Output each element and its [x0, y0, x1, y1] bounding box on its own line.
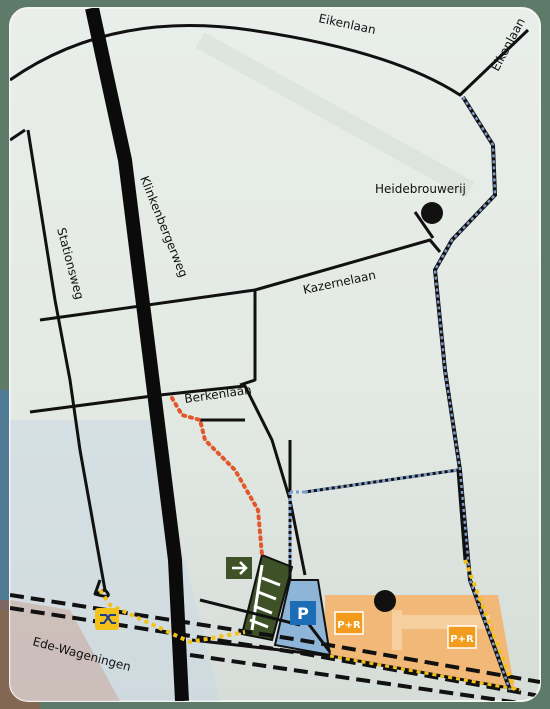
- route-yellow-station: [98, 588, 246, 645]
- park-and-ride-label-2: P+R: [450, 634, 474, 645]
- park-and-ride-label-1: P+R: [337, 620, 361, 631]
- route-cycle-blue: [433, 96, 512, 691]
- heidebrouwerij-marker[interactable]: [421, 202, 443, 224]
- destination-marker[interactable]: [374, 590, 396, 612]
- bike-racks: [249, 564, 281, 631]
- highway-klinkenbergerweg: [85, 8, 189, 701]
- route-blue-mid: [288, 468, 459, 560]
- walking-route-orange: [170, 396, 264, 557]
- road-network: [10, 24, 530, 692]
- park-and-ride-sign-2: P+R: [447, 625, 477, 649]
- parking-sign: P: [290, 601, 316, 625]
- background-track: [195, 32, 475, 198]
- right-arrow-icon: [226, 557, 252, 579]
- label-heidebrouwerij: Heidebrouwerij: [375, 182, 466, 196]
- background-roofs: [10, 600, 120, 701]
- map-panel: [9, 7, 541, 702]
- parking-letter: P: [297, 604, 309, 623]
- park-and-ride-lane-2: [392, 610, 402, 650]
- park-and-ride-sign-1: P+R: [334, 611, 364, 635]
- route-yellow-bottom: [329, 654, 521, 692]
- train-station-icon[interactable]: [95, 608, 119, 630]
